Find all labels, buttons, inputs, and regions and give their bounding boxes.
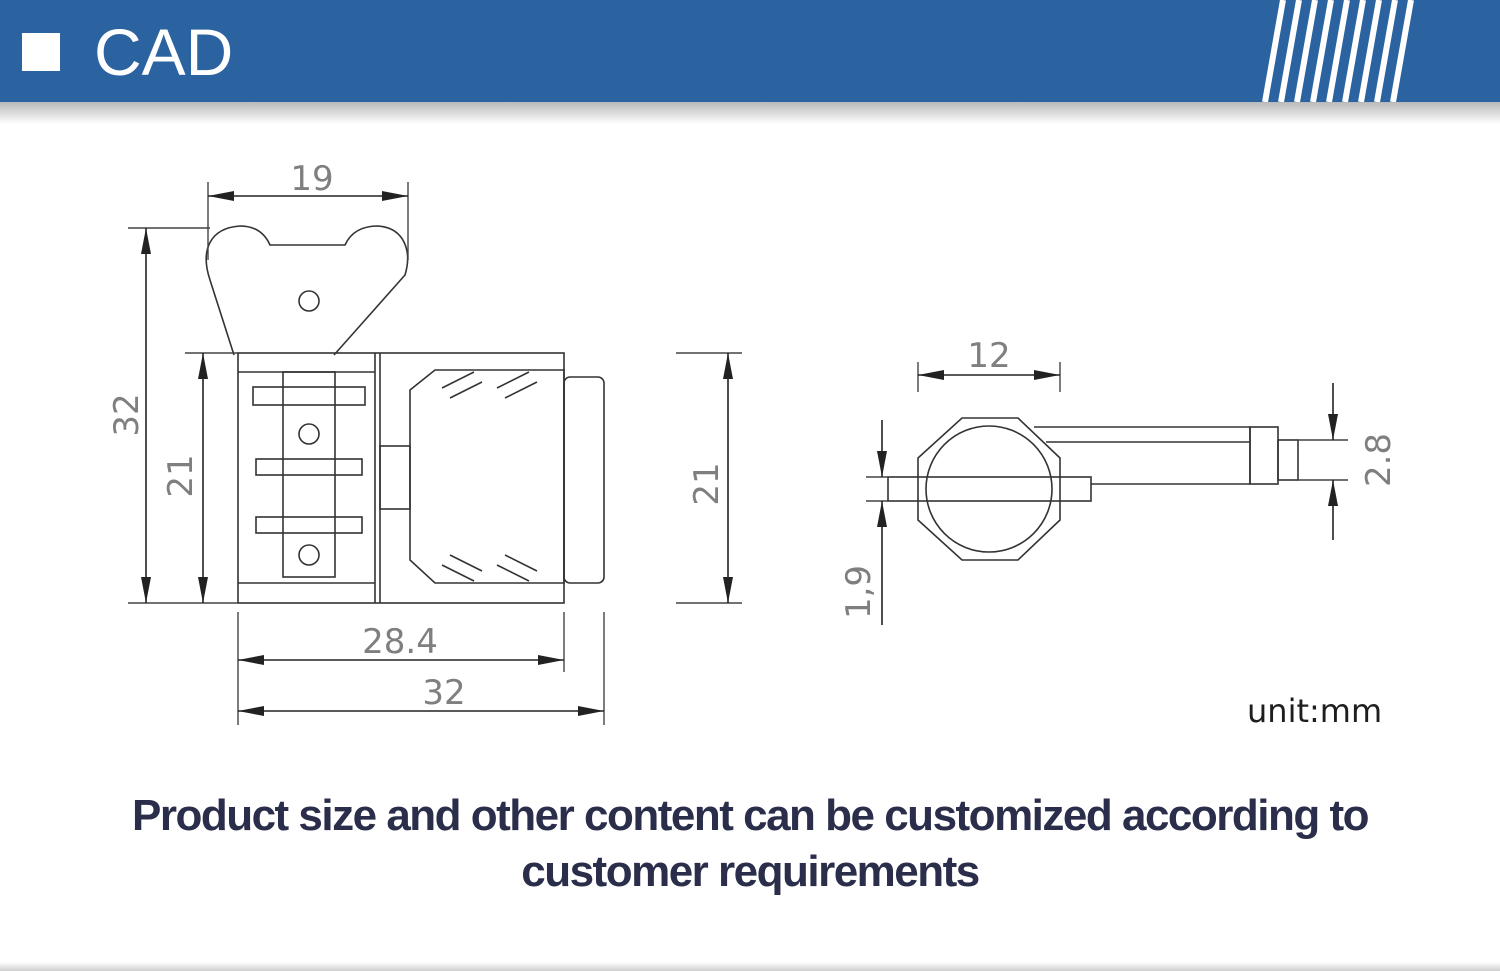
diagonal-stripes-icon	[1262, 0, 1414, 102]
header-bar: CAD	[0, 0, 1500, 102]
dim-width-top: 19	[290, 159, 333, 199]
dim-width-total: 32	[422, 673, 465, 713]
dim-height-body: 21	[161, 454, 201, 497]
dim-top-width: 12	[967, 336, 1010, 376]
page-title: CAD	[94, 15, 234, 89]
front-view	[205, 225, 605, 604]
caption-text: Product size and other content can be cu…	[131, 791, 1370, 896]
unit-label: unit:mm	[1247, 692, 1383, 730]
dim-shaft-diameter: 1,9	[839, 565, 879, 619]
header-shadow	[0, 102, 1500, 124]
square-icon	[22, 33, 60, 71]
dim-pin-diameter: 2.8	[1359, 433, 1399, 487]
dim-width-body: 28.4	[362, 622, 438, 662]
footer-divider	[0, 962, 1500, 971]
top-view	[887, 417, 1299, 561]
dim-height-total: 32	[107, 393, 147, 436]
dim-side-height: 21	[687, 462, 727, 505]
